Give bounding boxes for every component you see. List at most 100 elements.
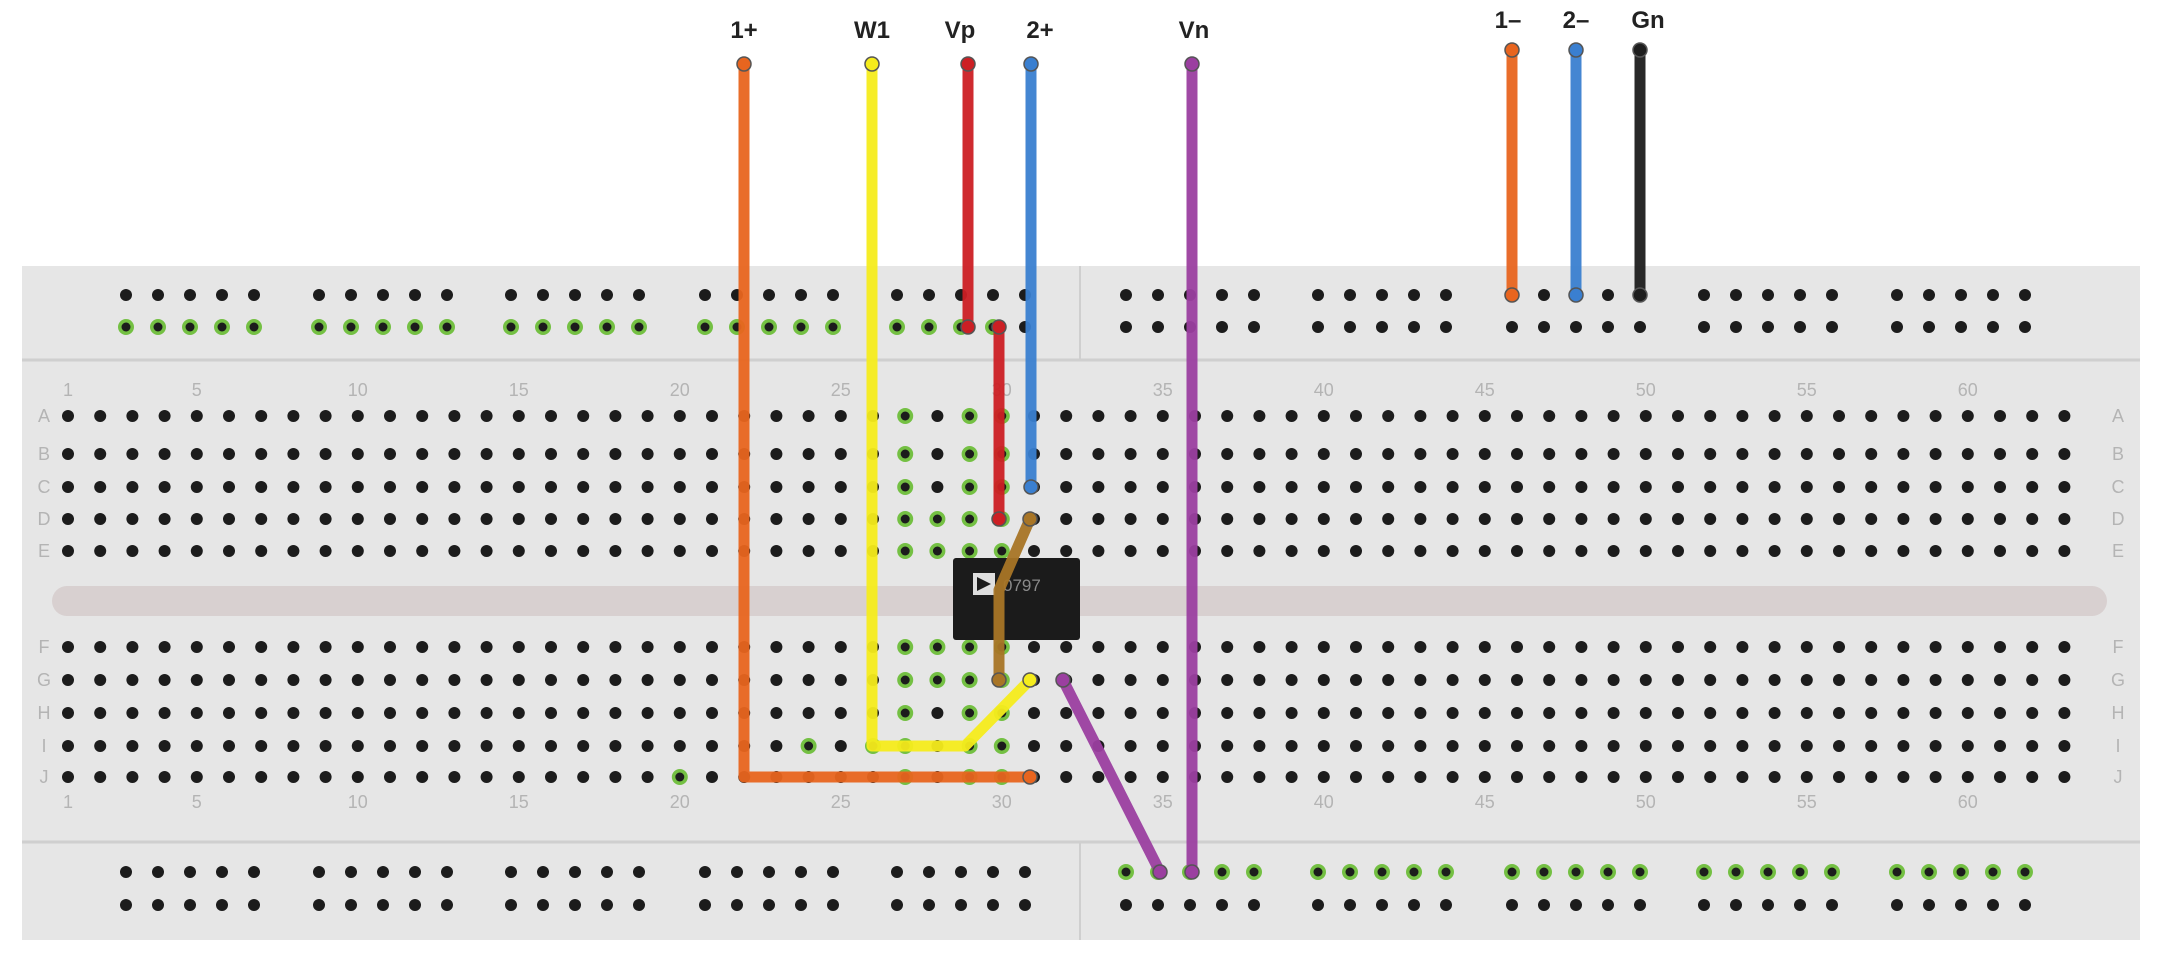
rail-hole [313, 866, 325, 878]
terminal-hole [1672, 674, 1684, 686]
terminal-hole [255, 707, 268, 719]
wire-2plus-blue-end [1023, 56, 1039, 72]
rail-hole [700, 322, 710, 332]
terminal-hole [1768, 481, 1781, 493]
terminal-hole [1124, 513, 1137, 525]
rail-hole [152, 866, 164, 878]
rail-hole [217, 322, 227, 332]
column-number: 60 [1958, 792, 1978, 812]
rail-hole [795, 899, 807, 911]
terminal-hole [1929, 481, 1942, 493]
wire-feedback-purple-end [1055, 672, 1071, 688]
terminal-hole [384, 545, 396, 557]
terminal-hole [1800, 448, 1813, 460]
terminal-hole [545, 771, 557, 783]
rail-hole [345, 289, 357, 301]
terminal-hole [770, 448, 783, 460]
terminal-hole [126, 545, 139, 557]
wire-1minus-orange-end [1504, 287, 1520, 303]
terminal-hole [1897, 545, 1910, 557]
terminal-hole [1607, 545, 1620, 557]
terminal-hole [1446, 740, 1459, 752]
terminal-hole [1285, 410, 1298, 422]
terminal-hole [2026, 481, 2039, 493]
terminal-hole [1414, 513, 1427, 525]
terminal-hole [94, 674, 107, 686]
rail-hole [1635, 867, 1645, 877]
terminal-hole [1028, 545, 1040, 557]
terminal-hole [1961, 448, 1974, 460]
terminal-hole [932, 642, 942, 652]
label-gn: Gn [1631, 7, 1664, 34]
terminal-hole [255, 740, 268, 752]
label-w1: W1 [854, 17, 890, 44]
terminal-hole [512, 641, 525, 653]
terminal-hole [1704, 513, 1717, 525]
terminal-hole [1768, 771, 1781, 783]
terminal-hole [965, 546, 975, 556]
terminal-hole [2026, 740, 2039, 752]
terminal-hole [158, 771, 171, 783]
terminal-hole [62, 740, 74, 752]
terminal-hole [319, 740, 332, 752]
terminal-hole [1768, 513, 1781, 525]
terminal-hole [706, 513, 718, 525]
column-number: 15 [509, 792, 529, 812]
terminal-hole [287, 513, 300, 525]
terminal-hole [287, 481, 300, 493]
terminal-hole [931, 481, 944, 493]
terminal-hole [1414, 674, 1427, 686]
terminal-hole [932, 546, 942, 556]
rail-hole [1955, 321, 1967, 333]
terminal-hole [1092, 674, 1105, 686]
rail-hole [377, 866, 389, 878]
terminal-hole [1382, 771, 1395, 783]
terminal-hole [834, 513, 847, 525]
terminal-hole [1092, 481, 1105, 493]
terminal-hole [1156, 641, 1169, 653]
rail-hole [152, 899, 164, 911]
terminal-hole [1833, 410, 1845, 422]
rail-hole [537, 289, 549, 301]
rail-hole [1698, 321, 1710, 333]
terminal-hole [448, 481, 461, 493]
terminal-hole [1092, 513, 1105, 525]
rail-hole [633, 899, 645, 911]
terminal-hole [448, 707, 461, 719]
terminal-hole [351, 771, 364, 783]
rail-hole [1762, 321, 1774, 333]
terminal-hole [545, 481, 557, 493]
terminal-hole [673, 481, 686, 493]
rail-hole [2019, 899, 2031, 911]
terminal-hole [351, 707, 364, 719]
rail-hole [537, 866, 549, 878]
rail-hole [1730, 899, 1742, 911]
terminal-hole [2026, 410, 2039, 422]
terminal-hole [1092, 641, 1105, 653]
terminal-hole [770, 481, 783, 493]
terminal-hole [126, 481, 139, 493]
terminal-hole [416, 674, 429, 686]
column-number: 45 [1475, 792, 1495, 812]
rail-hole [377, 289, 389, 301]
rail-hole [1506, 321, 1518, 333]
rail-hole [345, 899, 357, 911]
terminal-hole [158, 410, 171, 422]
terminal-hole [1543, 771, 1556, 783]
terminal-hole [802, 448, 815, 460]
wire-vp-red-jumper-end [991, 319, 1007, 335]
column-number: 10 [348, 792, 368, 812]
terminal-hole [1350, 771, 1362, 783]
terminal-hole [1092, 448, 1105, 460]
terminal-hole [126, 513, 139, 525]
terminal-hole [1478, 545, 1491, 557]
rail-hole [1988, 867, 1998, 877]
row-letter: B [2112, 444, 2124, 464]
terminal-hole [1317, 481, 1330, 493]
terminal-hole [287, 641, 300, 653]
terminal-hole [1672, 448, 1684, 460]
terminal-hole [1897, 641, 1910, 653]
terminal-hole [1961, 513, 1974, 525]
terminal-hole [1865, 545, 1878, 557]
